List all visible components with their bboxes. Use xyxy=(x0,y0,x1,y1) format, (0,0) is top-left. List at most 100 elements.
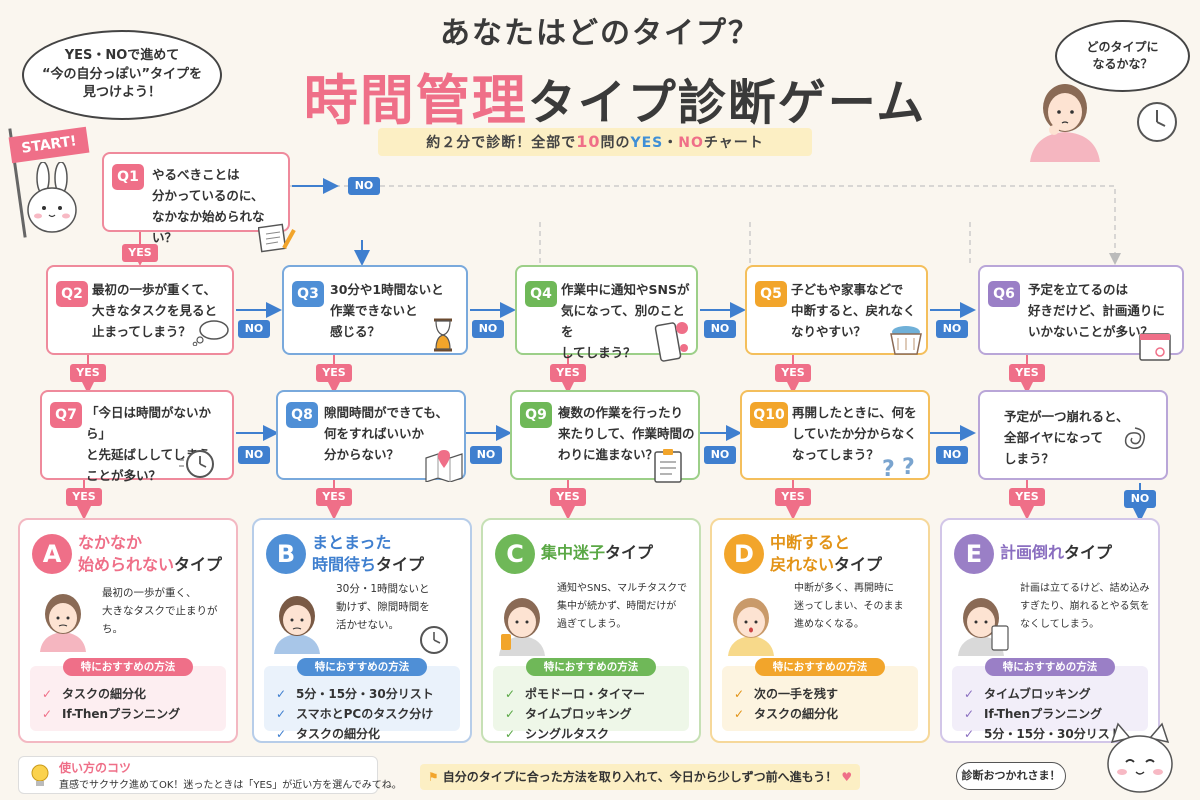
question-marks-icon: ? ? xyxy=(882,455,915,480)
subtitle-dot: ・ xyxy=(663,135,679,151)
method-item: ✓タスクの細分化 xyxy=(276,724,434,744)
check-icon: ✓ xyxy=(505,687,516,701)
bubble-left-text: YES・NOで進めて “今の自分っぽい”タイプを 見つけよう！ xyxy=(41,47,203,101)
bubble-right-text: どのタイプに なるかな？ xyxy=(1086,39,1159,71)
q2-label: Q2 xyxy=(56,281,88,307)
method-label: If-Thenプランニング xyxy=(62,707,181,721)
result-e-rec-label: 特におすすめの方法 xyxy=(985,658,1115,676)
q4-text: 作業中に通知やSNSが 気になって、別のことを してしまう？ xyxy=(561,282,690,360)
banner-text: 自分のタイプに合った方法を取り入れて、今日から少しずつ前へ進もう！ xyxy=(442,770,838,784)
result-b-letter: B xyxy=(266,534,306,574)
result-card-e: E 計画倒れタイプ 計画は立てるけど、詰め込み すぎたり、崩れるとやる気を なく… xyxy=(940,518,1160,743)
yes-tag-q8: YES xyxy=(316,488,352,506)
question-q11[interactable]: 予定が一つ崩れると、 全部イヤになって しまう？ xyxy=(978,390,1168,480)
method-label: タイムブロッキング xyxy=(984,687,1091,701)
thinking-woman-illustration xyxy=(1030,84,1100,162)
yes-tag-q3: YES xyxy=(316,364,352,382)
result-a-title-rest: タイプ xyxy=(174,555,223,574)
yes-tag-q7: YES xyxy=(66,488,102,506)
method-item: ✓タスクの細分化 xyxy=(734,704,838,724)
tips-box: 使い方のコツ 直感でサクサク進めてOK！迷ったときは「YES」が近い方を選んでみ… xyxy=(18,756,402,794)
question-q8[interactable]: Q8 隙間時間ができても、 何をすればいいか 分からない？ xyxy=(276,390,466,480)
goodbye-bubble: 診断おつかれさま！ xyxy=(956,762,1066,790)
check-icon: ✓ xyxy=(964,687,975,701)
result-e-title-hl: 計画倒れ xyxy=(1000,543,1065,562)
method-item: ✓5分・15分・30分リスト xyxy=(276,684,434,704)
result-e-methods: ✓ タイムブロッキング ✓If-Thenプランニング ✓ 5分・15分・30分リスト xyxy=(964,684,1122,744)
question-q6[interactable]: Q6 予定を立てるのは 好きだけど、計画通りに いかないことが多い？ xyxy=(978,265,1184,355)
speech-bubble-right: どのタイプに なるかな？ xyxy=(1055,20,1190,92)
speech-bubble-left: YES・NOで進めて “今の自分っぽい”タイプを 見つけよう！ xyxy=(22,30,222,120)
check-icon: ✓ xyxy=(964,727,975,741)
result-e-title: 計画倒れタイプ xyxy=(1000,542,1112,564)
no-tag-q3: NO xyxy=(472,320,504,338)
result-card-b: B まとまった 時間待ちタイプ 30分・1時間ないと 動けず、隙間時間を 活かせ… xyxy=(252,518,472,743)
subtitle-yes: YES xyxy=(630,135,664,151)
result-d-letter: D xyxy=(724,534,764,574)
result-c-title-hl: 集中迷子 xyxy=(541,543,606,562)
result-d-rec-label: 特におすすめの方法 xyxy=(755,658,885,676)
map-pin-icon xyxy=(425,450,463,482)
laundry-basket-icon xyxy=(890,326,922,355)
check-icon: ✓ xyxy=(734,687,745,701)
result-e-title-rest: タイプ xyxy=(1064,543,1113,562)
question-q1[interactable]: Q1 やるべきことは 分かっているのに、 なかなか始められない？ xyxy=(102,152,290,245)
yes-tag-q5: YES xyxy=(775,364,811,382)
q10-text: 再開したときに、何を していたか分からなく なってしまう？ xyxy=(792,405,917,462)
calendar-icon xyxy=(1139,333,1171,361)
notebook-pencil-icon xyxy=(258,223,296,253)
yes-tag-q9: YES xyxy=(550,488,586,506)
svg-text:?: ? xyxy=(882,457,895,480)
method-item: ✓次の一手を残す xyxy=(734,684,838,704)
method-item: ✓ ポモドーロ・タイマー xyxy=(505,684,645,704)
question-q7[interactable]: Q7 「今日は時間がないから」 と先延ばししてしまう ことが多い？ xyxy=(40,390,234,483)
title-accent: 時間管理 xyxy=(303,69,528,132)
title-rest: タイプ診断ゲーム xyxy=(527,75,927,131)
subtitle-mid: 問の xyxy=(600,135,631,151)
no-tag-q4: NO xyxy=(704,320,736,338)
result-b-desc: 30分・1時間ないと 動けず、隙間時間を 活かせない。 xyxy=(336,583,430,631)
title-top: あなたはどのタイプ？ xyxy=(440,16,760,51)
hourglass-icon xyxy=(434,318,452,352)
no-tag-q8: NO xyxy=(470,446,502,464)
result-d-methods: ✓次の一手を残す ✓タスクの細分化 xyxy=(734,684,838,724)
question-q10[interactable]: Q10 再開したときに、何を していたか分からなく なってしまう？ xyxy=(740,390,930,480)
lightbulb-icon xyxy=(31,764,49,786)
yes-tag-q1: YES xyxy=(122,244,158,262)
alarm-clock-icon xyxy=(179,450,214,478)
method-label: 5分・15分・30分リスト xyxy=(984,727,1122,741)
clipboard-checklist-icon xyxy=(654,449,682,483)
result-b-rec-area xyxy=(264,666,460,731)
q11-text: 予定が一つ崩れると、 全部イヤになって しまう？ xyxy=(1004,409,1129,466)
q9-text: 複数の作業を行ったり 来たりして、作業時間の わりに進まない？ xyxy=(558,405,695,462)
page-title: 時間管理タイプ診断ゲーム xyxy=(270,56,960,135)
method-item: ✓スマホとPCのタスク分け xyxy=(276,704,434,724)
no-tag-q10: NO xyxy=(936,446,968,464)
q5-label: Q5 xyxy=(755,281,787,307)
result-c-title: 集中迷子タイプ xyxy=(541,542,653,564)
q10-label: Q10 xyxy=(750,402,788,428)
q5-text: 子どもや家事などで 中断すると、戻れなく なりやすい？ xyxy=(791,282,916,339)
q1-text: やるべきことは 分かっているのに、 なかなか始められない？ xyxy=(152,167,265,245)
check-icon: ✓ xyxy=(276,687,287,701)
method-item: ✓If-Thenプランニング xyxy=(42,704,180,724)
no-tag-q5: NO xyxy=(936,320,968,338)
result-b-title-hl: まとまった 時間待ち xyxy=(312,533,392,574)
no-tag-q2: NO xyxy=(238,320,270,338)
q6-text: 予定を立てるのは 好きだけど、計画通りに いかないことが多い？ xyxy=(1028,282,1165,339)
method-item: ✓ タイムブロッキング xyxy=(964,684,1122,704)
subtitle-num: 10 xyxy=(576,132,601,151)
result-a-desc: 最初の一歩が重く、 大きなタスクで止まりがち。 xyxy=(102,587,218,635)
q2-text: 最初の一歩が重くて、 大きなタスクを見ると 止まってしまう？ xyxy=(92,282,218,339)
method-label: スマホとPCのタスク分け xyxy=(296,707,434,721)
method-label: タイムブロッキング xyxy=(525,707,632,721)
avatar-b xyxy=(274,596,320,654)
check-icon: ✓ xyxy=(505,707,516,721)
method-label: ポモドーロ・タイマー xyxy=(525,687,646,701)
method-item: ✓If-Thenプランニング xyxy=(964,704,1122,724)
heart-icon: ♥ xyxy=(841,770,853,784)
q4-label: Q4 xyxy=(525,281,557,307)
result-c-title-rest: タイプ xyxy=(605,543,654,562)
result-d-rec-area xyxy=(722,666,918,731)
tips-title: 使い方のコツ xyxy=(59,761,132,775)
